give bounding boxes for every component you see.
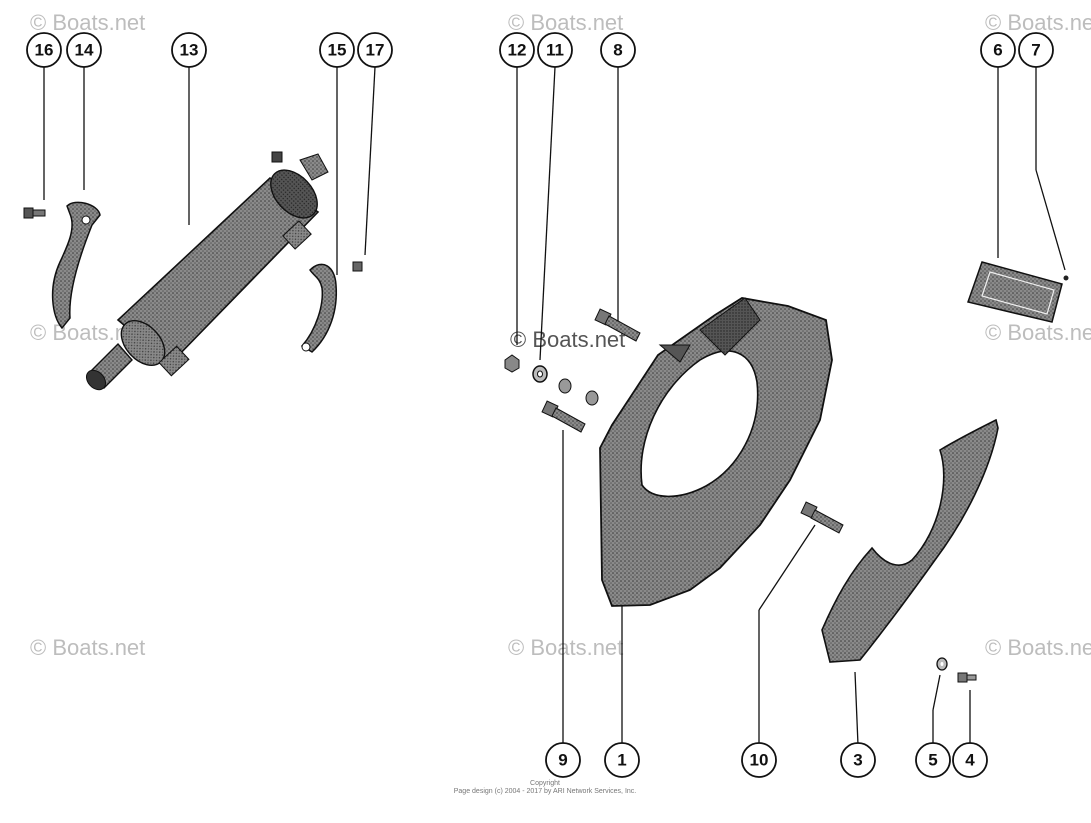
callout-label: 4 [965,751,975,770]
part-17-nut [352,261,363,272]
callout-12[interactable]: 12 [499,32,535,68]
callout-label: 6 [993,41,1002,60]
callout-6[interactable]: 6 [980,32,1016,68]
watermark-bottom-left: © Boats.net [30,635,145,660]
footer-copyright: Copyright [530,780,560,787]
callout-10[interactable]: 10 [741,742,777,778]
callout-label: 8 [613,41,622,60]
callout-13[interactable]: 13 [171,32,207,68]
callout-9[interactable]: 9 [545,742,581,778]
callout-label: 10 [750,751,769,770]
callout-1[interactable]: 1 [604,742,640,778]
part-16-screw [23,207,46,219]
part-3-cover-plate [821,418,999,663]
watermark-top-left: © Boats.net [30,10,145,35]
part-10-bolt [800,501,844,534]
watermark-mid-right: © Boats.net [985,320,1091,345]
callout-label: 14 [75,41,94,60]
callout-label: 1 [617,751,626,770]
part-15-clamp [300,263,338,353]
callout-5[interactable]: 5 [915,742,951,778]
watermark-bottom-center: © Boats.net [508,635,623,660]
callout-11[interactable]: 11 [537,32,573,68]
watermark-top-right: © Boats.net [985,10,1091,35]
callout-label: 16 [35,41,54,60]
part-7-rivet [1063,275,1069,281]
part-5-washer [936,657,948,671]
callout-4[interactable]: 4 [952,742,988,778]
callout-15[interactable]: 15 [319,32,355,68]
callout-label: 3 [853,751,862,770]
watermark-center: © Boats.net [510,327,625,352]
part-9-bolt [541,400,586,433]
callout-14[interactable]: 14 [66,32,102,68]
callouts: 16 14 13 15 17 12 11 8 6 7 9 1 10 3 5 4 [26,32,1054,778]
callout-label: 7 [1031,41,1040,60]
part-13-heat-exchanger [85,151,329,391]
part-14-clamp [51,201,101,330]
callout-8[interactable]: 8 [600,32,636,68]
callout-label: 15 [328,41,347,60]
leader-lines [43,66,1066,746]
part-6-name-plate [967,261,1063,323]
callout-3[interactable]: 3 [840,742,876,778]
part-8-bolt [594,308,641,342]
callout-label: 13 [180,41,199,60]
part-12-nut [504,354,520,373]
part-1-bell-housing [599,297,833,607]
callout-7[interactable]: 7 [1018,32,1054,68]
part-extra-nuts [558,378,599,406]
watermark-top-center: © Boats.net [508,10,623,35]
footer-page-design: Page design (c) 2004 - 2017 by ARI Netwo… [453,788,637,795]
callout-label: 9 [558,751,567,770]
part-11-washer [532,365,548,383]
callout-label: 5 [928,751,937,770]
callout-label: 17 [366,41,385,60]
watermark-bottom-right: © Boats.net [985,635,1091,660]
callout-17[interactable]: 17 [357,32,393,68]
callout-label: 11 [546,41,564,60]
part-4-screw [957,672,977,683]
callout-16[interactable]: 16 [26,32,62,68]
callout-label: 12 [508,41,527,60]
